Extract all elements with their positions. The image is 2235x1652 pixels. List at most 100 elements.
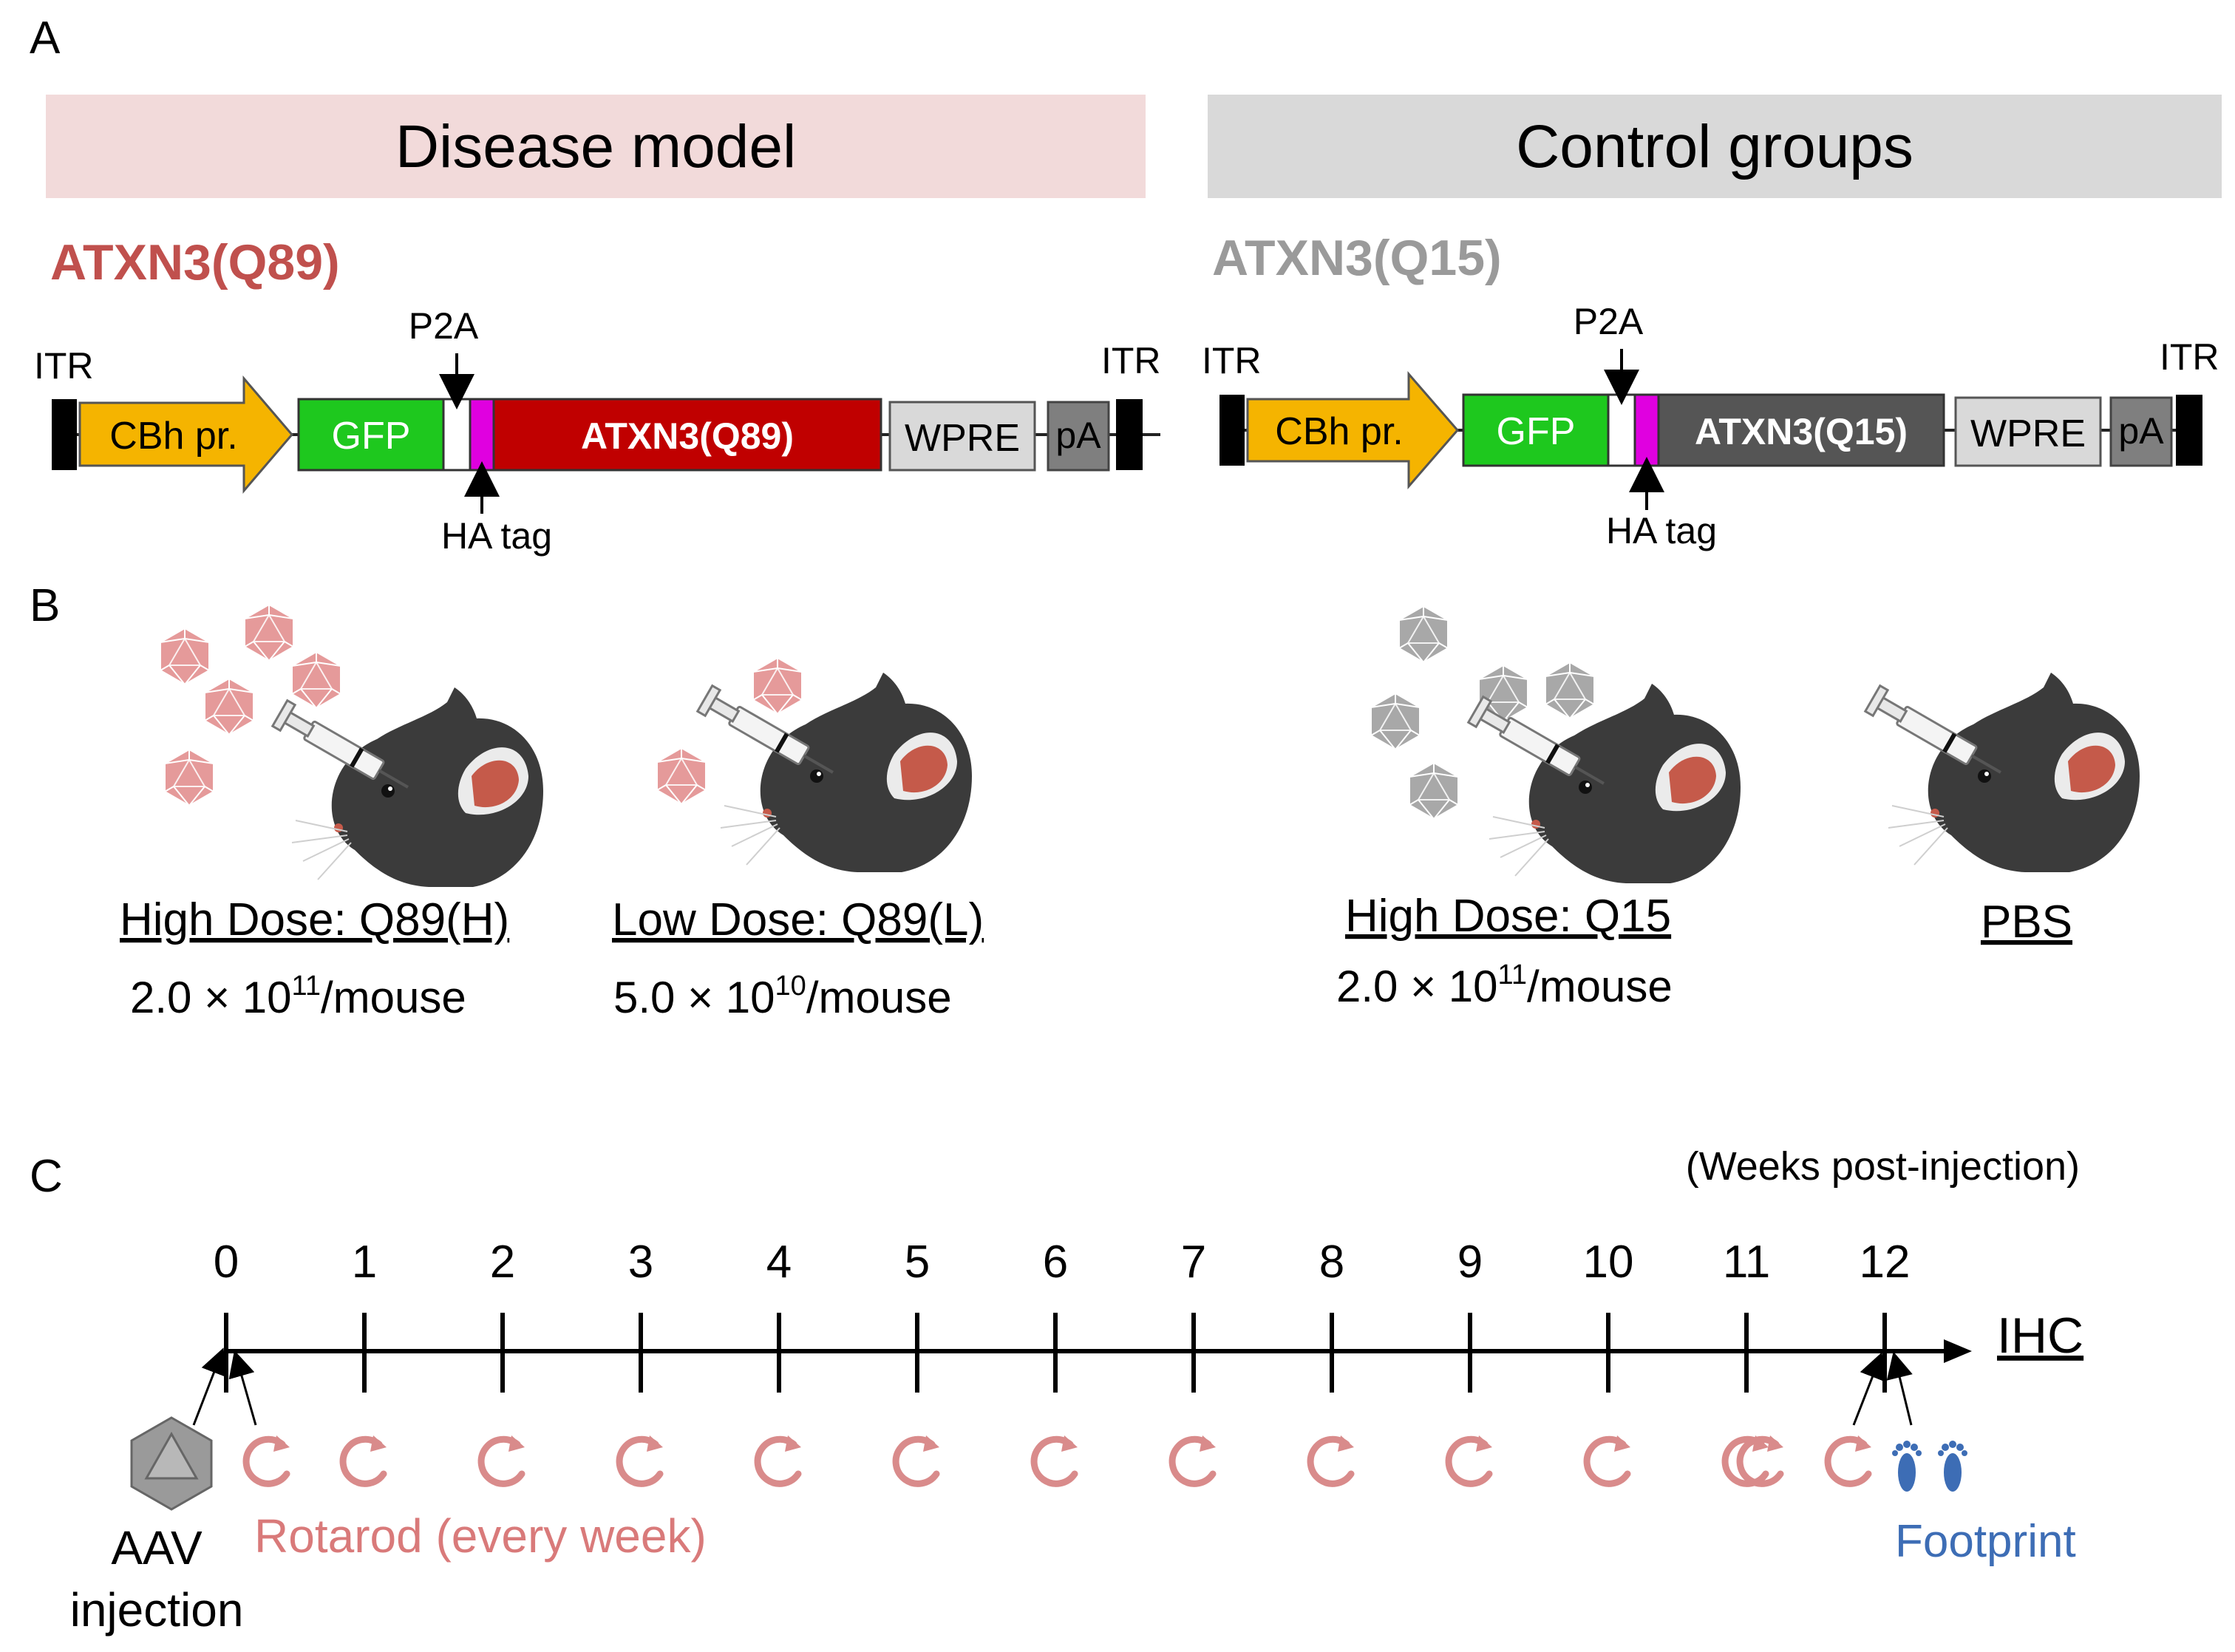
- week-label: 7: [1181, 1237, 1206, 1288]
- rotarod-icon: [619, 1435, 663, 1483]
- rotarod-icon: [343, 1435, 387, 1483]
- week-label: 9: [1457, 1237, 1483, 1288]
- q15-construct-title: ATXN3(Q15): [1212, 230, 1502, 286]
- q15-insert-label: ATXN3(Q15): [1695, 411, 1908, 452]
- week-label: 0: [214, 1237, 239, 1288]
- promoter-label: CBh pr.: [109, 415, 237, 458]
- wpre-box: [1954, 396, 2102, 467]
- group-q15-high: High Dose: Q15 2.0 × 1011/mouse: [1336, 605, 1741, 1011]
- itr-left-box: [52, 399, 77, 470]
- q89-construct: ITR ITR CBh pr. GFP ATXN3(Q89) WPRE pA P…: [34, 305, 1161, 557]
- group-q89-low: Low Dose: Q89(L) 5.0 × 1010/mouse: [612, 657, 984, 1022]
- group-title: High Dose: Q89(H): [120, 894, 509, 945]
- rotarod-icon: [481, 1435, 525, 1483]
- panel-a-label: A: [30, 13, 61, 64]
- itr-left-label: ITR: [1202, 340, 1262, 381]
- rotarod-icon: [758, 1435, 801, 1483]
- group-pbs: PBS: [1865, 672, 2140, 948]
- mouse-icon: [291, 687, 544, 888]
- group-title: Low Dose: Q89(L): [612, 894, 984, 945]
- q15-construct: ITR ITR CBh pr. GFP ATXN3(Q15) WPRE pA P…: [1202, 301, 2219, 551]
- rotarod-icon: [1310, 1435, 1354, 1483]
- week-label: 2: [490, 1237, 515, 1288]
- group-dose: 2.0 × 1011/mouse: [130, 971, 466, 1022]
- rotarod-icon: [1034, 1435, 1078, 1483]
- control-header: Control groups: [1516, 113, 1913, 180]
- mouse-icon: [1489, 683, 1741, 884]
- ha-tag-label: HA tag: [441, 515, 552, 557]
- control-header-bg: [1208, 95, 2222, 198]
- wpre-label: WPRE: [1970, 412, 2086, 455]
- itr-left-box: [1219, 395, 1245, 466]
- footprint-label: Footprint: [1895, 1516, 2076, 1567]
- q89-construct-title: ATXN3(Q89): [50, 234, 340, 290]
- group-title: PBS: [1981, 897, 2072, 948]
- pa-box: [1047, 401, 1110, 472]
- week-label: 4: [766, 1237, 792, 1288]
- itr-left-label: ITR: [34, 345, 94, 387]
- promoter-label: CBh pr.: [1275, 410, 1403, 453]
- rotarod-icon: [1449, 1435, 1492, 1483]
- aav-injection: AAV injection: [70, 1347, 257, 1636]
- itr-right-label: ITR: [1101, 340, 1161, 381]
- group-q89-high: High Dose: Q89(H) 2.0 × 1011/mouse: [120, 604, 544, 1022]
- ha-tag-box: [469, 398, 495, 472]
- week-label: 6: [1043, 1237, 1068, 1288]
- gfp-box: [1462, 393, 1610, 467]
- itr-right-label: ITR: [2160, 336, 2219, 378]
- week-label: 5: [905, 1237, 930, 1288]
- rotarod-label: Rotarod (every week): [254, 1509, 707, 1563]
- gfp-label: GFP: [332, 415, 411, 458]
- wpre-box: [888, 401, 1036, 472]
- p2a-label: P2A: [1574, 301, 1644, 342]
- aav-capsid-icon: [160, 604, 341, 806]
- q15-insert-box: [1657, 393, 1945, 467]
- rotarod-icon: [1828, 1435, 1871, 1483]
- ihc-label: IHC: [1997, 1308, 2083, 1364]
- disease-header: Disease model: [395, 113, 796, 180]
- group-dose: 5.0 × 1010/mouse: [613, 971, 952, 1022]
- mouse-icon: [1888, 672, 2140, 873]
- timeline-arrowhead: [1944, 1339, 1972, 1363]
- pa-label: pA: [1055, 415, 1101, 456]
- ha-tag-label: HA tag: [1606, 510, 1717, 551]
- timeline-units: (Weeks post-injection): [1686, 1144, 2080, 1189]
- injection-label: injection: [70, 1583, 244, 1636]
- rotarod-icon: [896, 1435, 939, 1483]
- pa-box: [2109, 396, 2173, 467]
- rotarod-icon: [246, 1435, 290, 1483]
- p2a-box: [442, 398, 472, 472]
- promoter-arrow: [1246, 370, 1459, 490]
- week-label: 1: [352, 1237, 377, 1288]
- p2a-box: [1607, 393, 1636, 467]
- ha-tag-box: [1633, 393, 1660, 467]
- group-dose: 2.0 × 1011/mouse: [1336, 959, 1673, 1011]
- week-label: 8: [1319, 1237, 1344, 1288]
- footprint: Footprint: [1852, 1351, 2076, 1567]
- q89-insert-box: [492, 398, 882, 472]
- rotarod-icon: [1172, 1435, 1216, 1483]
- rotarod-icon: [1587, 1435, 1630, 1483]
- panel-c-label: C: [30, 1151, 63, 1202]
- week-label: 12: [1860, 1237, 1911, 1288]
- promoter-arrow: [78, 375, 293, 494]
- gfp-label: GFP: [1497, 410, 1576, 453]
- week-label: 10: [1583, 1237, 1634, 1288]
- week-label: 3: [628, 1237, 653, 1288]
- q89-insert-label: ATXN3(Q89): [581, 415, 794, 457]
- aav-label: AAV: [111, 1521, 203, 1574]
- group-title: High Dose: Q15: [1345, 891, 1671, 942]
- wpre-label: WPRE: [905, 417, 1020, 460]
- pa-label: pA: [2118, 410, 2164, 452]
- itr-right-box: [1116, 399, 1143, 470]
- p2a-label: P2A: [409, 305, 479, 347]
- week-label: 11: [1723, 1237, 1770, 1288]
- footprint-icon: [1892, 1441, 1967, 1492]
- aav-capsid-icon: [130, 1416, 213, 1511]
- gfp-box: [297, 398, 445, 472]
- disease-header-bg: [46, 95, 1146, 198]
- panel-b-label: B: [30, 580, 60, 631]
- itr-right-box: [2176, 395, 2202, 466]
